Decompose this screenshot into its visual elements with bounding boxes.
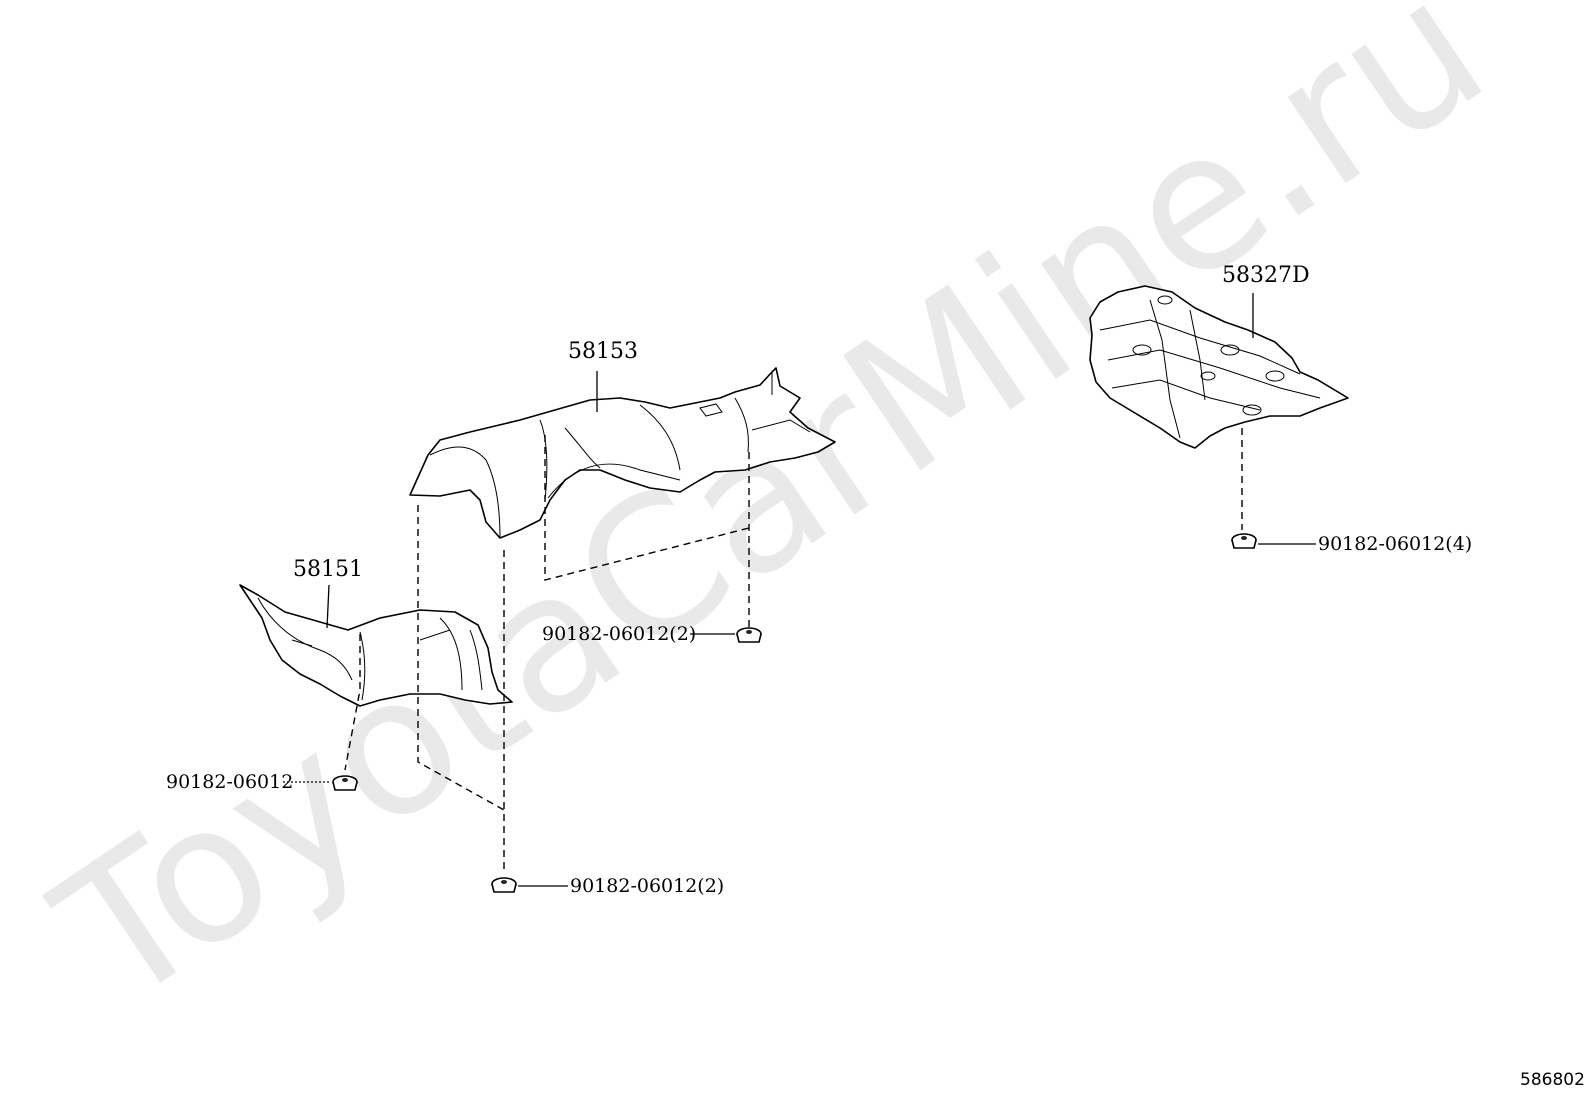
fastener-label-2-bottom: 90182-06012(2) <box>570 875 724 897</box>
nut-fastener-single <box>332 775 358 791</box>
part-label-58153: 58153 <box>568 339 638 364</box>
nut-fastener-2-middle <box>736 627 762 643</box>
heat-shield-58327d <box>1089 285 1349 449</box>
part-label-58327d: 58327D <box>1222 263 1310 288</box>
watermark-text: ToyotaCarMine.ru <box>21 0 1521 1048</box>
nut-fastener-4 <box>1231 533 1257 549</box>
heat-shield-58153 <box>409 367 836 539</box>
figure-number: 586802 <box>1520 1070 1585 1090</box>
part-label-58151: 58151 <box>293 557 363 582</box>
fastener-label-2-middle: 90182-06012(2) <box>542 623 696 645</box>
leader-lines <box>283 293 1316 887</box>
heat-shield-58151 <box>239 584 513 707</box>
fastener-label-single: 90182-06012 <box>166 771 293 793</box>
assembly-lines <box>344 428 1243 872</box>
nut-fastener-2-bottom <box>491 877 517 893</box>
fastener-label-4: 90182-06012(4) <box>1318 533 1472 555</box>
